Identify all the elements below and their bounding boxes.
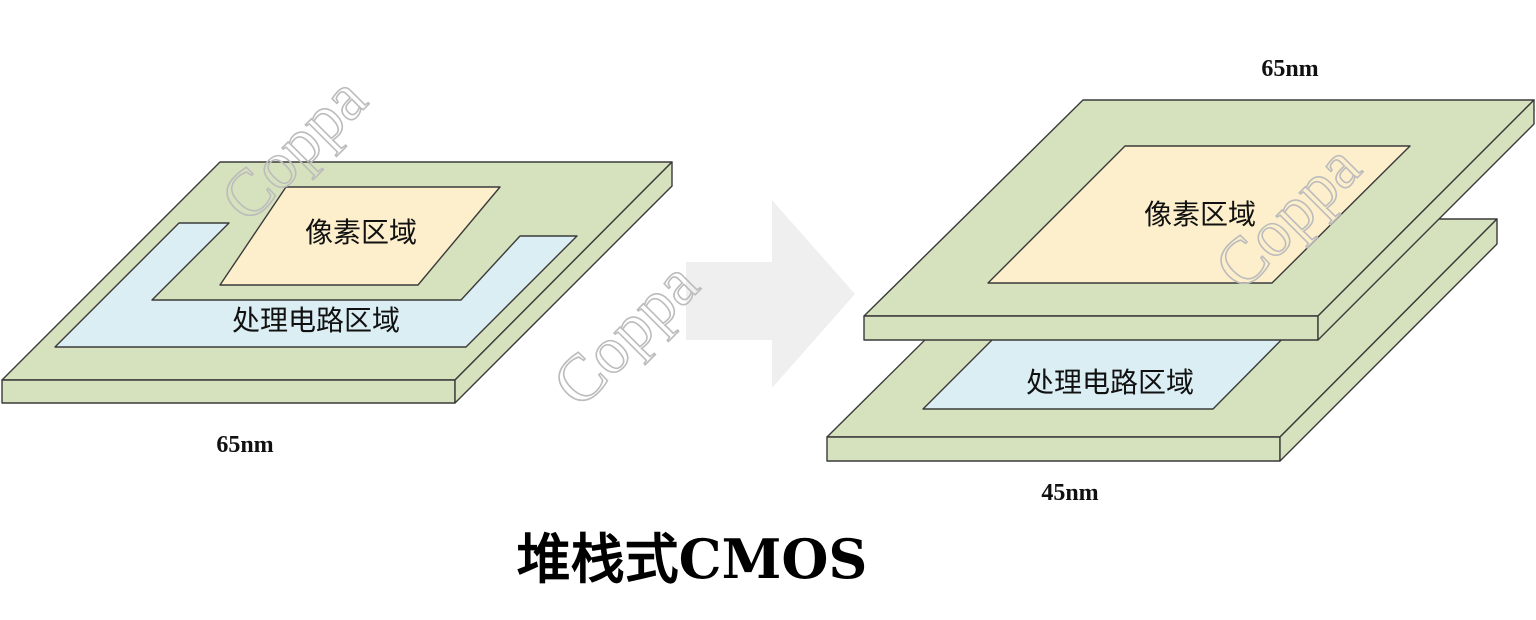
left-board-side [454,161,673,404]
top-pixel-region [987,145,1411,284]
bottom-board-side [1279,218,1498,462]
top-node-label: 65nm [1261,56,1318,82]
left-node-label: 65nm [216,432,273,458]
bottom-board-front [826,436,1281,462]
diagram-title: 堆栈式CMOS [517,527,868,591]
left-pixel-label: 像素区域 [305,216,417,249]
top-pixel-label: 像素区域 [1144,198,1256,231]
bottom-processing-label: 处理电路区域 [1026,366,1194,399]
top-board-side [1317,99,1535,341]
left-board-front [1,379,456,404]
right-arrow-icon [686,200,855,388]
left-chip: 像素区域 处理电路区域 65nm [1,161,673,458]
right-chip: 处理电路区域 像素区域 65nm 45nm [826,56,1535,506]
bottom-node-label: 45nm [1041,480,1098,506]
left-processing-region [54,222,578,348]
left-processing-label: 处理电路区域 [232,304,400,337]
top-board-front [863,315,1319,341]
left-pixel-region [219,186,501,286]
top-layer: 像素区域 [863,99,1535,341]
